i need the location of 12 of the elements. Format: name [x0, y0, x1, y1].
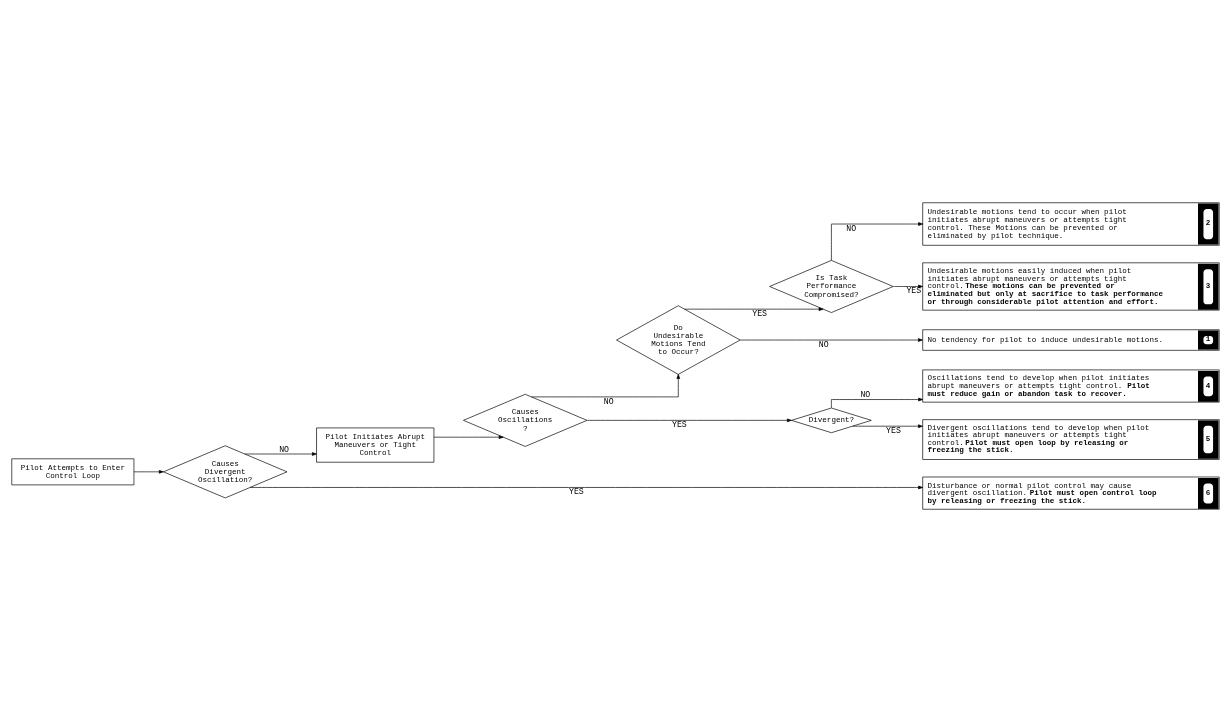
arrow [893, 284, 923, 288]
arrow [852, 423, 923, 428]
arrow [586, 418, 792, 422]
arrow [133, 469, 164, 474]
arrow [249, 485, 923, 489]
arrow [684, 306, 824, 311]
arrow [433, 434, 504, 439]
arrow [739, 337, 923, 342]
arrow [831, 221, 923, 261]
arrow [531, 373, 681, 397]
arrow [831, 397, 923, 408]
arrow [244, 451, 317, 456]
